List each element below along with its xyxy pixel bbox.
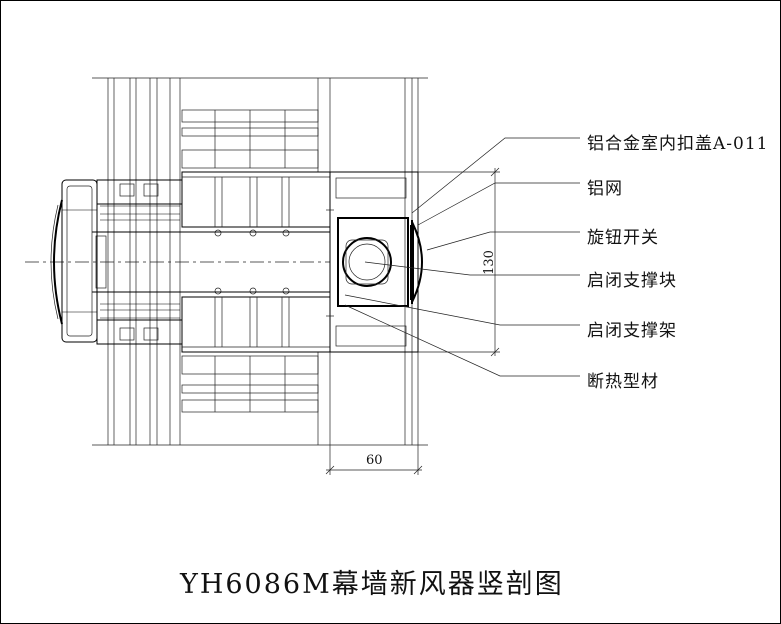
right-frame	[317, 78, 419, 445]
leader-lines	[344, 137, 580, 377]
dimension-130	[418, 167, 500, 357]
callout-support-frame: 启闭支撑架	[587, 321, 677, 341]
drawing-title: YH6086M幕墙新风器竖剖图	[180, 569, 564, 600]
callout-thermal-break: 断热型材	[587, 372, 659, 392]
left-mullion	[107, 78, 181, 445]
left-glazing-unit	[50, 179, 183, 345]
central-duct	[25, 231, 330, 293]
callout-aluminum-mesh: 铝网	[587, 179, 623, 199]
right-profile	[326, 171, 423, 353]
dimension-height-label: 130	[481, 250, 497, 275]
callout-aluminum-cover: 铝合金室内扣盖A-011	[587, 134, 769, 154]
lower-chamber	[181, 287, 331, 353]
lower-grid	[181, 355, 319, 413]
upper-chamber	[181, 171, 331, 237]
callout-knob-switch: 旋钮开关	[587, 228, 659, 248]
upper-grid	[181, 109, 319, 169]
dimension-width-label: 60	[366, 453, 383, 468]
dimension-60	[325, 445, 423, 475]
callout-support-block: 启闭支撑块	[587, 271, 677, 291]
